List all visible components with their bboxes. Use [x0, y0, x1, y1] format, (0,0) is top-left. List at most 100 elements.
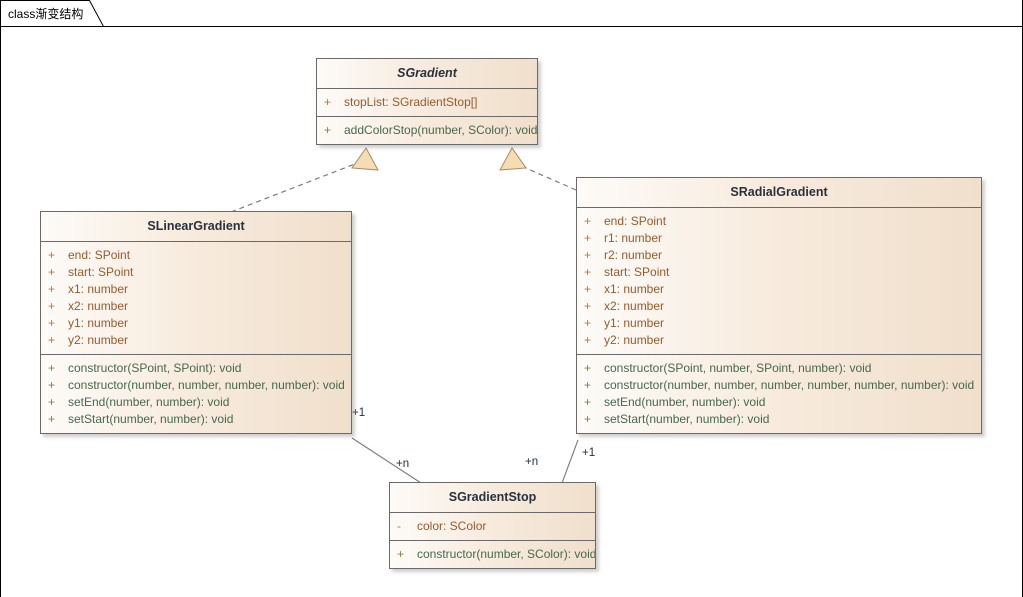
class-member-row: + end: SPoint: [577, 213, 981, 230]
inheritance-radial-to-gradient: [499, 147, 577, 191]
member-signature: r1: number: [604, 231, 663, 245]
member-visibility: +: [48, 299, 56, 313]
member-signature: y1: number: [604, 316, 665, 330]
frame-border-left: [0, 0, 1, 597]
hollow-triangle-icon: [351, 147, 379, 171]
member-visibility: +: [48, 395, 56, 409]
member-signature: x2: number: [68, 299, 129, 313]
member-signature: color: SColor: [417, 519, 487, 533]
attributes-section-sgradientstop: - color: SColor: [390, 513, 595, 541]
member-visibility: +: [584, 412, 592, 426]
member-visibility: +: [48, 412, 56, 426]
member-signature: x1: number: [604, 282, 665, 296]
member-signature: y2: number: [604, 333, 665, 347]
member-visibility: +: [48, 248, 56, 262]
class-name-sgradientstop: SGradientStop: [390, 483, 595, 513]
operations-section-sradialgradient: + constructor(SPoint, number, SPoint, num…: [577, 355, 981, 433]
association-radial-to-stop: [561, 439, 579, 484]
member-visibility: -: [397, 519, 401, 533]
member-visibility: +: [584, 299, 592, 313]
member-signature: stopList: SGradientStop[]: [344, 95, 478, 109]
multiplicity-linear-many: +n: [396, 458, 410, 470]
member-signature: setStart(number, number): void: [68, 412, 234, 426]
member-visibility: +: [584, 395, 592, 409]
member-signature: y2: number: [68, 333, 129, 347]
member-signature: constructor(SPoint, number, SPoint, numb…: [604, 361, 872, 375]
class-member-row: + y2: number: [41, 332, 351, 349]
member-visibility: +: [324, 123, 332, 137]
class-member-row: +y1: number: [41, 315, 351, 332]
member-signature: setStart(number, number): void: [604, 412, 770, 426]
class-member-row: + y2: number: [577, 332, 981, 349]
attributes-section-slineargradient: + end: SPoint + start: SPoint + x1: number + x2…: [41, 242, 351, 355]
member-visibility: +: [324, 95, 332, 109]
member-visibility: +: [48, 361, 56, 375]
member-visibility: +: [584, 248, 592, 262]
member-visibility: +: [48, 316, 56, 330]
member-signature: x1: number: [68, 282, 129, 296]
member-visibility: +: [48, 282, 56, 296]
class-member-row: + r2: number: [577, 247, 981, 264]
class-member-row: + constructor(number, SColor): void: [390, 546, 595, 563]
class-box-sradialgradient[interactable]: SRadialGradient +end: SPoint+r1: number+…: [576, 177, 982, 434]
member-signature: start: SPoint: [604, 265, 670, 279]
class-member-row: - color: SColor: [390, 518, 595, 535]
member-signature: setEnd(number, number): void: [604, 395, 766, 409]
diagram-title-tab[interactable]: class渐变结构: [0, 0, 104, 27]
class-name-sradialgradient: SRadialGradient: [577, 178, 981, 208]
multiplicity-linear-one: +1: [352, 407, 366, 419]
member-signature: end: SPoint: [604, 214, 667, 228]
member-visibility: +: [584, 214, 592, 228]
inheritance-linear-to-gradient: [230, 147, 379, 213]
class-member-row: + x2: number: [41, 298, 351, 315]
member-signature: x2: number: [604, 299, 665, 313]
class-member-row: + stopList: SGradientStop[]: [317, 94, 537, 111]
member-visibility: +: [584, 378, 592, 392]
member-visibility: +: [48, 333, 56, 347]
class-name-sgradient: SGradient: [317, 59, 537, 89]
hollow-triangle-icon: [499, 147, 527, 171]
member-visibility: +: [584, 231, 592, 245]
diagram-title-label: class渐变结构: [8, 7, 84, 21]
member-visibility: +: [397, 547, 405, 561]
class-member-row: + constructor(number, number, number, num…: [577, 377, 981, 394]
member-signature: setEnd(number, number): void: [68, 395, 230, 409]
member-signature: r2: number: [604, 248, 663, 262]
class-member-row: + setStart(number, number): void: [41, 411, 351, 428]
member-visibility: +: [584, 361, 592, 375]
class-member-row: +y1: number: [577, 315, 981, 332]
class-member-row: + x2: number: [577, 298, 981, 315]
class-box-sgradientstop[interactable]: SGradientStop - color: SColor + constructo…: [389, 482, 596, 569]
frame-border-top: [103, 26, 1023, 27]
tab-shape-icon: [0, 0, 104, 27]
member-signature: constructor(number, SColor): void: [417, 547, 596, 561]
member-visibility: +: [584, 333, 592, 347]
member-signature: constructor(number, number, number, numb…: [68, 378, 345, 392]
member-signature: constructor(number, number, number, numb…: [604, 378, 975, 392]
operations-section-sgradientstop: + constructor(number, SColor): void: [390, 541, 595, 568]
member-signature: end: SPoint: [68, 248, 131, 262]
multiplicity-radial-one: +1: [582, 447, 596, 459]
class-box-slineargradient[interactable]: SLinearGradient + end: SPoint + start: SPoi…: [40, 211, 352, 434]
class-member-row: + setEnd(number, number): void: [577, 394, 981, 411]
operations-section-slineargradient: +constructor(SPoint, SPoint): void+const…: [41, 355, 351, 433]
class-member-row: +x1: number: [577, 281, 981, 298]
class-member-row: + setEnd(number, number): void: [41, 394, 351, 411]
class-member-row: + constructor(SPoint, number, SPoint, num…: [577, 360, 981, 377]
class-box-sgradient[interactable]: SGradient +stopList: SGradientStop[] +ad…: [316, 58, 538, 145]
class-member-row: + setStart(number, number): void: [577, 411, 981, 428]
class-member-row: + start: SPoint: [41, 264, 351, 281]
member-signature: start: SPoint: [68, 265, 134, 279]
class-member-row: + x1: number: [41, 281, 351, 298]
class-member-row: + end: SPoint: [41, 247, 351, 264]
member-signature: constructor(SPoint, SPoint): void: [68, 361, 242, 375]
attributes-section-sgradient: + stopList: SGradientStop[]: [317, 89, 537, 117]
class-name-slineargradient: SLinearGradient: [41, 212, 351, 242]
association-linear-to-stop: [351, 437, 422, 484]
class-member-row: +constructor(number, number, number, num…: [41, 377, 351, 394]
member-visibility: +: [584, 265, 592, 279]
multiplicity-radial-many: +n: [525, 456, 539, 468]
member-visibility: +: [48, 265, 56, 279]
